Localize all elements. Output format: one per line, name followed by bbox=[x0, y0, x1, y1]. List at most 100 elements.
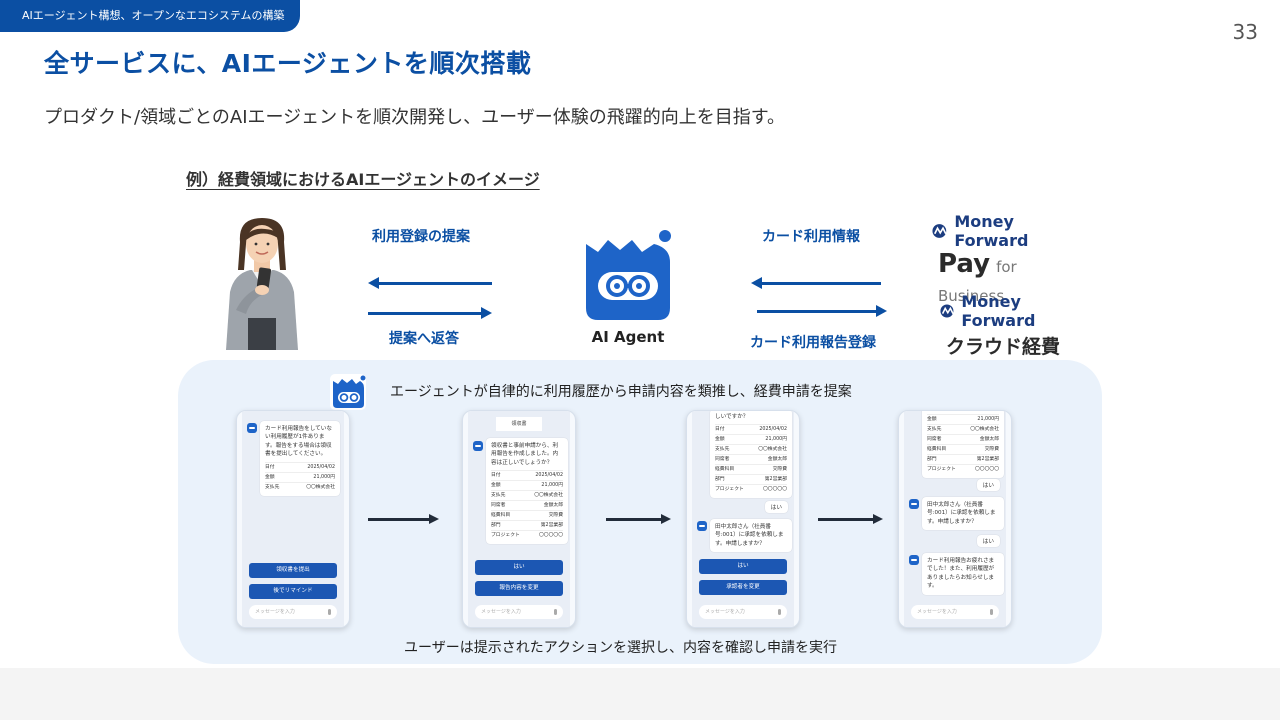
detail-row: 日付 2025/04/02 bbox=[491, 470, 563, 480]
detail-value: 21,000円 bbox=[541, 483, 563, 489]
detail-value: 交際費 bbox=[772, 467, 787, 473]
ai-agent-label: AI Agent bbox=[591, 328, 665, 346]
detail-key: 同席者 bbox=[927, 437, 942, 442]
detail-row: 金額 21,000円 bbox=[491, 480, 563, 490]
chat-bubble: カード利用報告をしていない利用履歴が1件あります。報告をする場合は領収書を提出し… bbox=[260, 421, 340, 496]
user-reply: はい bbox=[976, 479, 1000, 491]
detail-key: 支払先 bbox=[491, 493, 506, 499]
message-input[interactable]: メッセージを入力 bbox=[475, 605, 563, 619]
detail-key: 同席者 bbox=[491, 503, 506, 509]
brand-mf-text-1: Money Forward bbox=[954, 212, 1029, 250]
message-input[interactable]: メッセージを入力 bbox=[911, 605, 999, 619]
detail-key: 部門 bbox=[491, 523, 501, 529]
detail-value: 交際費 bbox=[984, 447, 999, 452]
detail-key: 部門 bbox=[715, 477, 725, 483]
detail-value: 交際費 bbox=[548, 513, 563, 519]
step-arrow-2 bbox=[606, 514, 671, 524]
arrow-to-cloud bbox=[757, 305, 887, 317]
bottom-caption: ユーザーは提示されたアクションを選択し、内容を確認し申請を実行 bbox=[404, 640, 838, 656]
detail-value: 〇〇株式会社 bbox=[306, 484, 335, 490]
brand-pay-text: Pay bbox=[938, 249, 991, 279]
detail-value: 2025/04/02 bbox=[307, 464, 335, 470]
detail-value: 第2営業部 bbox=[764, 477, 787, 483]
detail-row: 経費科目交際費 bbox=[927, 444, 999, 454]
detail-row: 同席者金額太郎 bbox=[491, 500, 563, 510]
detail-value: 21,000円 bbox=[977, 417, 999, 422]
chat-bubble: 田中太郎さん（社員番号:001）に承認を依頼します。申請しますか？ bbox=[922, 497, 1004, 531]
label-registration-proposal: 利用登録の提案 bbox=[372, 229, 470, 245]
message-input[interactable]: メッセージを入力 bbox=[699, 605, 787, 619]
detail-row: 支払先 〇〇株式会社 bbox=[491, 490, 563, 500]
brand-money-forward-cloud: Money Forward クラウド経費 bbox=[932, 292, 1082, 359]
detail-row: 部門第2営業部 bbox=[927, 454, 999, 464]
detail-row: 金額 21,000円 bbox=[715, 434, 787, 444]
detail-row: プロジェクト〇〇〇〇〇 bbox=[715, 484, 787, 494]
arrow-from-pay bbox=[751, 277, 881, 289]
submit-receipt-button[interactable]: 領収書を提出 bbox=[249, 563, 337, 578]
example-title: 例）経費領域におけるAIエージェントのイメージ bbox=[186, 170, 540, 189]
bot-avatar-icon bbox=[909, 499, 919, 509]
step-arrow-1 bbox=[368, 514, 439, 524]
chat-bubble: 田中太郎さん（社員番号:001）に承認を依頼します。申請しますか？ bbox=[710, 519, 792, 553]
detail-key: 金額 bbox=[491, 483, 501, 489]
panel-caption: エージェントが自律的に利用履歴から申請内容を類推し、経費申請を提案 bbox=[390, 384, 852, 400]
detail-key: プロジェクト bbox=[715, 487, 744, 493]
remind-later-button[interactable]: 後でリマインド bbox=[249, 584, 337, 599]
detail-row: 日付 2025/04/02 bbox=[265, 461, 335, 472]
money-forward-logo-icon bbox=[932, 224, 947, 238]
message-input[interactable]: メッセージを入力 bbox=[249, 605, 337, 619]
confirm-yes-button[interactable]: はい bbox=[475, 560, 563, 575]
detail-row: 金額 21,000円 bbox=[265, 471, 335, 482]
detail-key: 金額 bbox=[715, 437, 725, 443]
detail-row: 部門第2営業部 bbox=[491, 520, 563, 530]
detail-key: 同席者 bbox=[715, 457, 730, 463]
detail-row: 経費科目 交際費 bbox=[715, 464, 787, 474]
detail-key: 経費科目 bbox=[491, 513, 511, 519]
confirm-yes-button[interactable]: はい bbox=[699, 559, 787, 574]
detail-value: 21,000円 bbox=[765, 437, 787, 443]
section-tag: AIエージェント構想、オープンなエコシステムの構築 bbox=[0, 0, 300, 32]
footer-band bbox=[0, 668, 1280, 720]
detail-key: 経費科目 bbox=[715, 467, 735, 473]
detail-value: 2025/04/02 bbox=[759, 427, 787, 433]
detail-key: プロジェクト bbox=[491, 533, 520, 539]
detail-key: 日付 bbox=[491, 473, 501, 479]
bot-avatar-icon bbox=[909, 555, 919, 565]
phone-screen-1: カード利用報告をしていない利用履歴が1件あります。報告をする場合は領収書を提出し… bbox=[236, 410, 350, 628]
detail-value: 2025/04/02 bbox=[535, 473, 563, 479]
change-report-button[interactable]: 報告内容を変更 bbox=[475, 581, 563, 596]
step-arrow-3 bbox=[818, 514, 883, 524]
detail-value: 〇〇〇〇〇 bbox=[975, 467, 999, 472]
detail-value: 〇〇株式会社 bbox=[534, 493, 563, 499]
detail-key: 支払先 bbox=[265, 484, 280, 490]
ai-agent-icon bbox=[586, 230, 671, 320]
detail-key: 支払先 bbox=[927, 427, 942, 432]
detail-key: 金額 bbox=[265, 474, 275, 480]
bot-avatar-icon bbox=[473, 441, 483, 451]
detail-key: 日付 bbox=[265, 464, 275, 470]
change-approver-button[interactable]: 承認者を変更 bbox=[699, 580, 787, 595]
detail-key: プロジェクト bbox=[927, 467, 956, 472]
arrow-from-user bbox=[368, 307, 492, 319]
detail-row: 支払先 〇〇株式会社 bbox=[265, 481, 335, 492]
bot-avatar-icon bbox=[697, 521, 707, 531]
chat-bubble: カード利用報告お疲れさまでした！また、利用履歴がありましたらお知らせします。 bbox=[922, 553, 1004, 595]
detail-value: 〇〇〇〇〇 bbox=[539, 533, 563, 539]
label-card-usage: カード利用情報 bbox=[762, 229, 860, 245]
detail-value: 21,000円 bbox=[313, 474, 335, 480]
detail-row: 支払先〇〇株式会社 bbox=[927, 424, 999, 434]
label-response: 提案へ返答 bbox=[389, 331, 459, 347]
page-subtitle: プロダクト/領域ごとのAIエージェントを順次開発し、ユーザー体験の飛躍的向上を目… bbox=[44, 107, 785, 128]
arrow-to-user bbox=[368, 277, 492, 289]
detail-row: プロジェクト 〇〇〇〇〇 bbox=[927, 464, 999, 474]
detail-value: 金額太郎 bbox=[979, 437, 999, 442]
brand-mf-text-2: Money Forward bbox=[961, 292, 1036, 330]
